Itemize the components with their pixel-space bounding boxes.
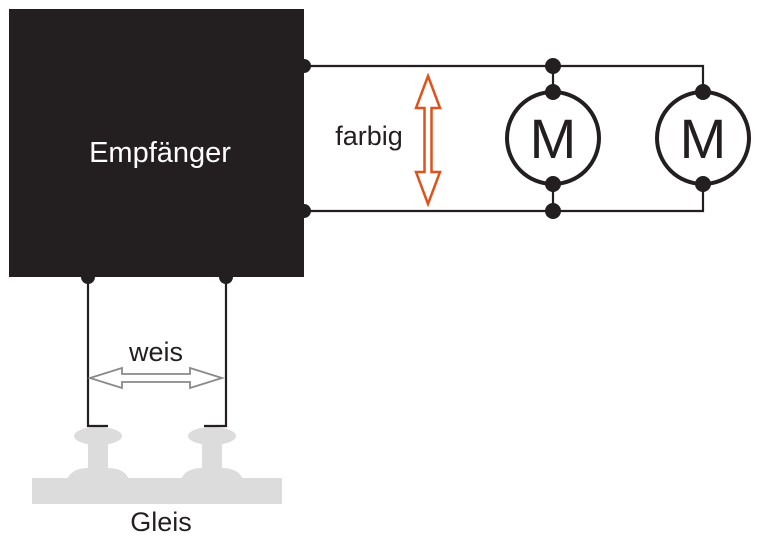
motor-1-symbol: M <box>530 107 577 170</box>
colored-double-arrow <box>414 72 442 208</box>
white-link-label: weis <box>128 337 183 367</box>
track-rails <box>32 427 282 504</box>
junction-dots <box>81 58 711 284</box>
top-wire <box>304 64 705 92</box>
receiver-box <box>9 9 304 277</box>
left-rail <box>66 427 130 482</box>
white-double-arrow <box>86 366 226 390</box>
track-label: Gleis <box>130 507 192 537</box>
bottom-wire <box>304 184 705 213</box>
left-track-wire <box>86 277 108 428</box>
right-track-wire <box>204 277 228 428</box>
colored-link-label: farbig <box>335 121 403 151</box>
right-rail <box>180 427 244 482</box>
receiver-label: Empfänger <box>89 137 231 169</box>
track-sleeper <box>32 478 282 504</box>
motor-2-symbol: M <box>680 107 727 170</box>
